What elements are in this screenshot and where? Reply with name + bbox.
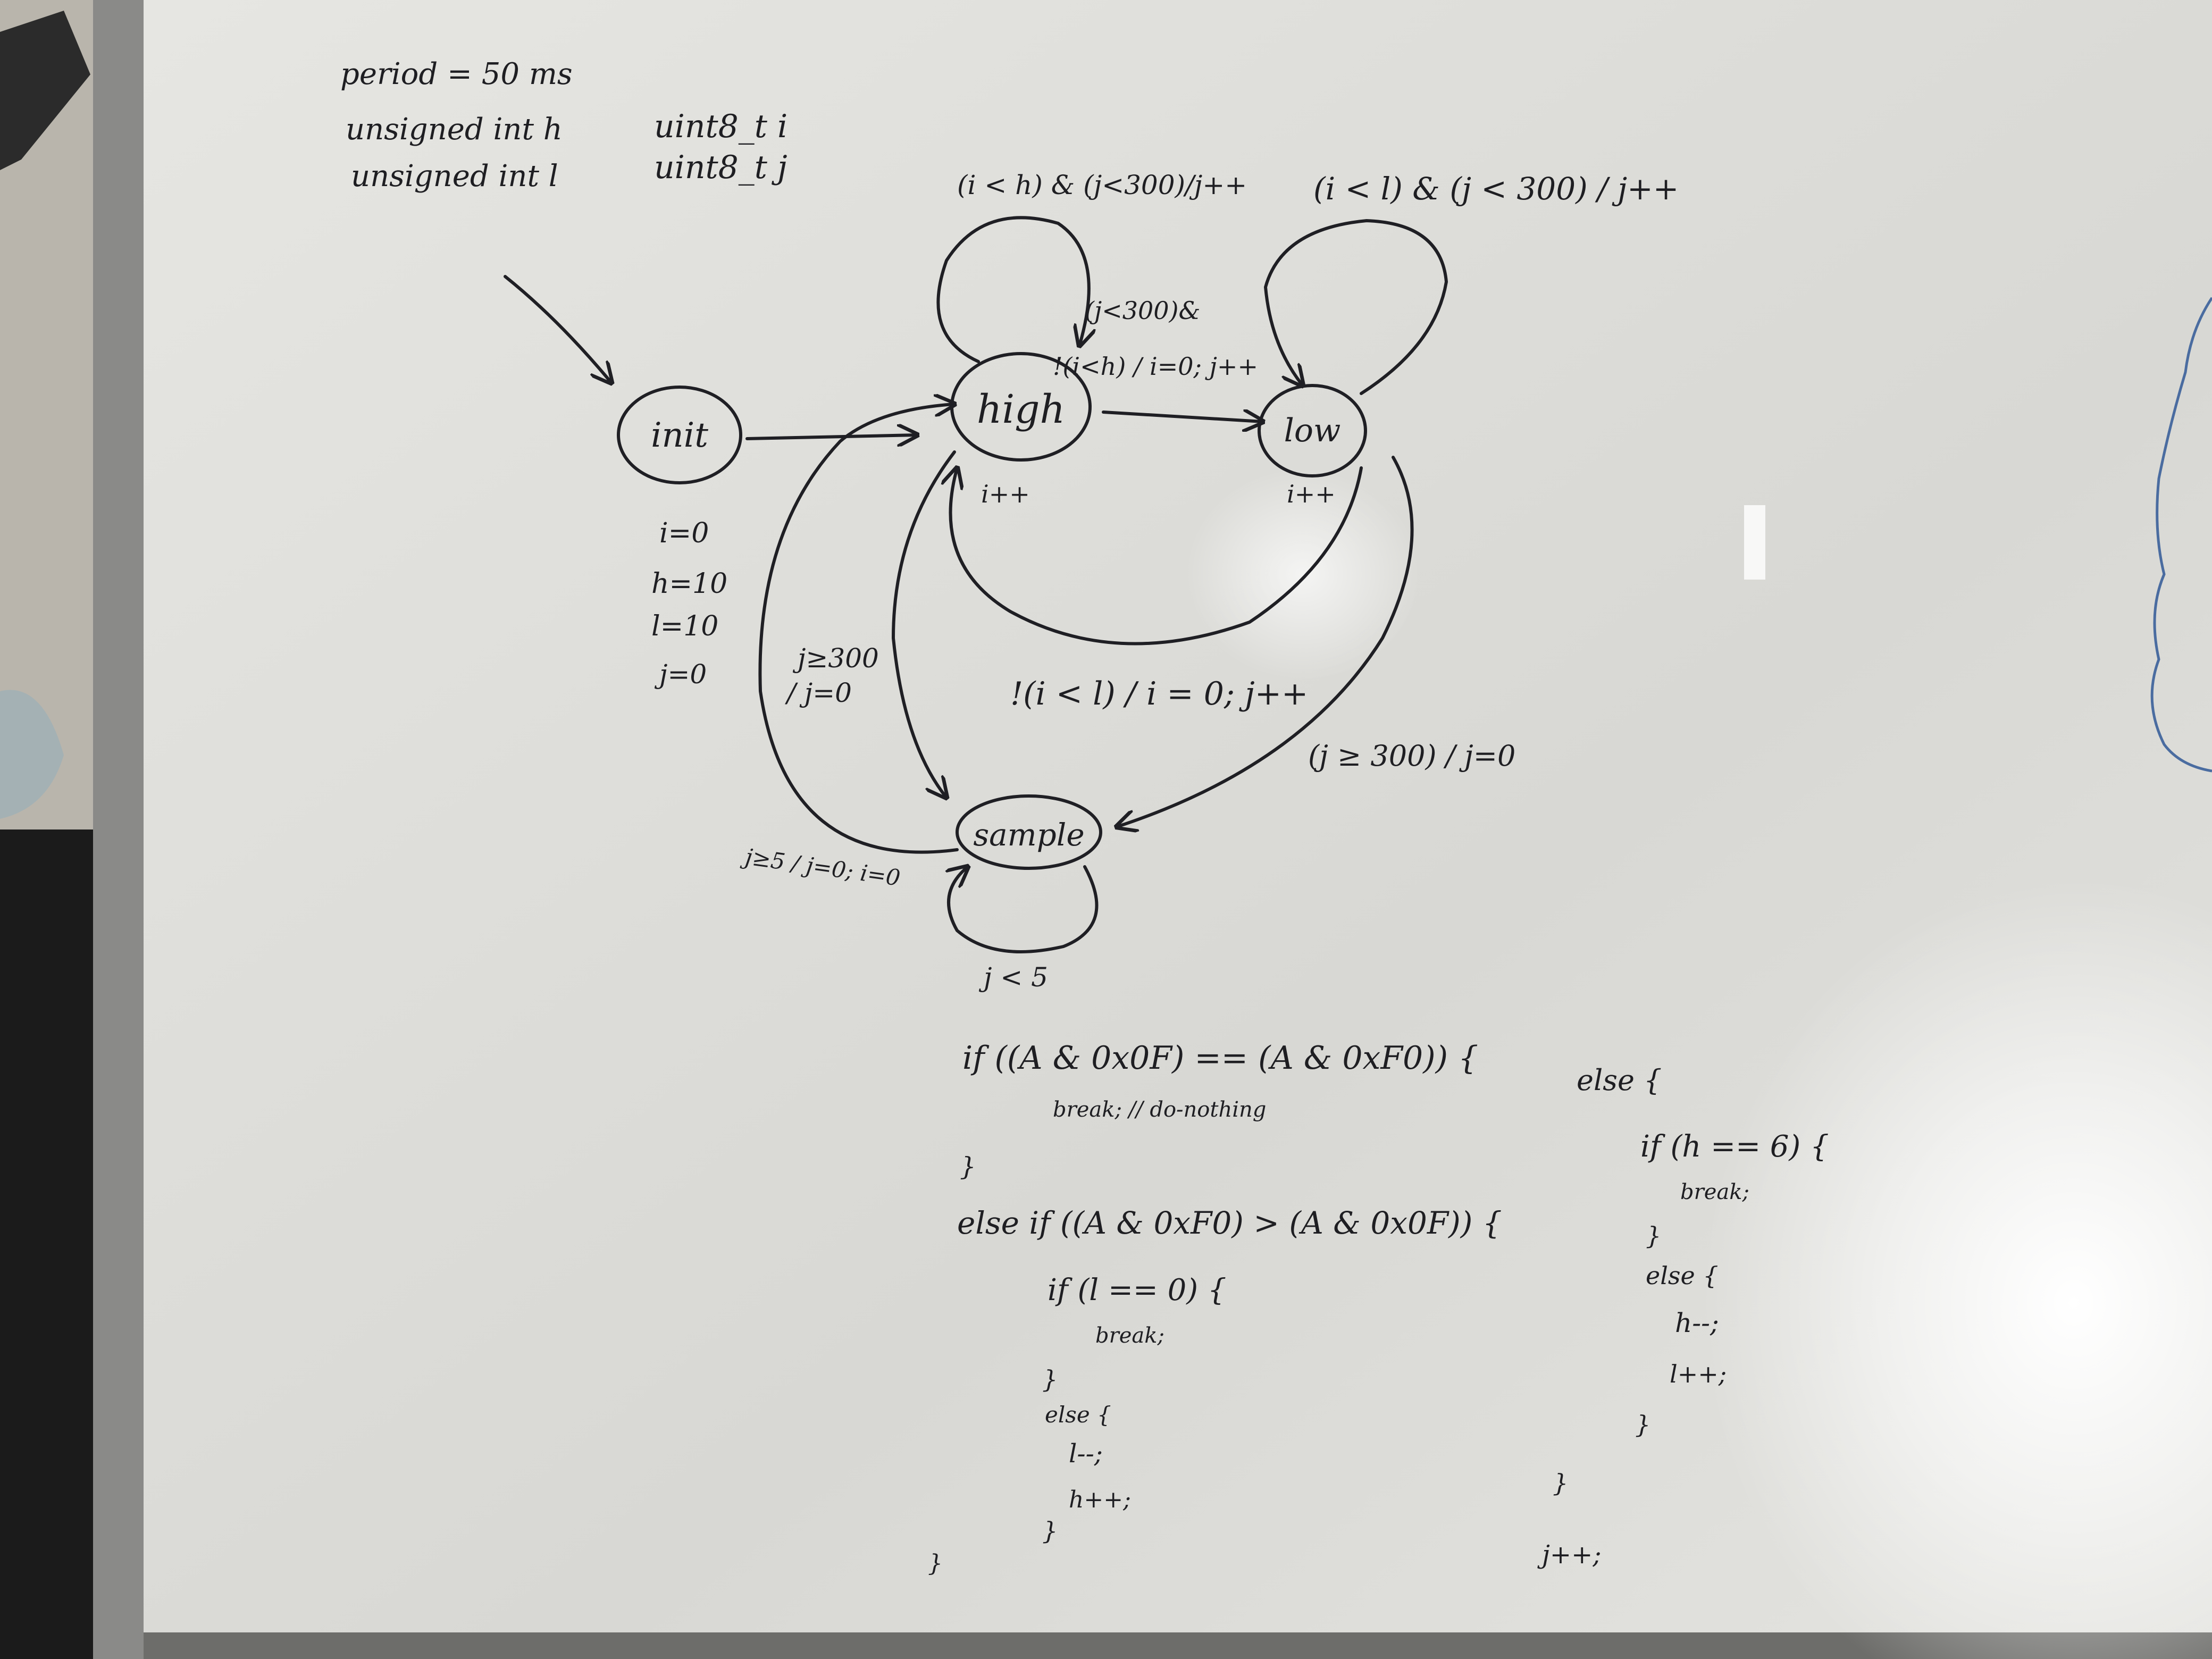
init-action-i: i=0 bbox=[659, 517, 709, 549]
low-to-sample-label: (j ≥ 300) / j=0 bbox=[1308, 739, 1515, 773]
state-sample: sample bbox=[956, 794, 1102, 870]
sample-label: sample bbox=[973, 817, 1084, 853]
code-line-11: } bbox=[1042, 1516, 1058, 1545]
high-label: high bbox=[977, 387, 1065, 432]
code-right-line-2: if (h == 6) { bbox=[1640, 1129, 1829, 1164]
low-self-loop bbox=[1264, 219, 1448, 395]
high-to-low-label-1: (j<300)& bbox=[1085, 296, 1200, 325]
light-glare bbox=[1702, 877, 2212, 1659]
low-to-high-label: !(i < l) / i = 0; j++ bbox=[1010, 675, 1308, 713]
state-init: init bbox=[617, 386, 742, 484]
init-action-l: l=10 bbox=[651, 610, 718, 642]
high-action: i++ bbox=[981, 480, 1030, 508]
code-left: if ((A & 0x0F) == (A & 0xF0)) { break; /… bbox=[928, 1040, 1502, 1577]
j-declaration: uint8_t j bbox=[654, 149, 787, 186]
code-line-6: break; bbox=[1095, 1323, 1164, 1348]
code-line-8: else { bbox=[1045, 1402, 1111, 1428]
bag bbox=[0, 690, 64, 819]
code-line-10: h++; bbox=[1069, 1486, 1131, 1513]
code-line-9: l--; bbox=[1069, 1439, 1103, 1469]
h-declaration: unsigned int h bbox=[346, 112, 563, 147]
low-self-label: (i < l) & (j < 300) / j++ bbox=[1313, 171, 1679, 207]
code-right-line-9: } bbox=[1553, 1469, 1568, 1497]
code-right-line-1: else { bbox=[1577, 1063, 1662, 1097]
low-to-high-arrow bbox=[951, 468, 1363, 646]
period-text: period = 50 ms bbox=[340, 57, 573, 91]
i-declaration: uint8_t i bbox=[654, 108, 787, 145]
sample-self-loop bbox=[949, 867, 1099, 953]
init-to-high-arrow bbox=[745, 435, 917, 439]
init-action-j: j=0 bbox=[654, 659, 707, 690]
code-line-12: } bbox=[928, 1550, 943, 1577]
code-right-line-3: break; bbox=[1680, 1180, 1749, 1204]
sample-circle bbox=[956, 794, 1102, 870]
init-actions: i=0 h=10 l=10 j=0 bbox=[651, 517, 727, 690]
high-self-label: (i < h) & (j<300)/j++ bbox=[957, 170, 1247, 200]
code-right-line-5: else { bbox=[1646, 1261, 1719, 1290]
l-declaration: unsigned int l bbox=[351, 159, 558, 194]
light-glare-small bbox=[1186, 468, 1420, 681]
code-line-7: } bbox=[1042, 1365, 1058, 1394]
high-to-sample-label-1: j≥300 bbox=[792, 643, 879, 674]
sample-self-label: j < 5 bbox=[978, 962, 1048, 993]
code-right-line-10: j++; bbox=[1537, 1540, 1602, 1570]
code-right-line-8: } bbox=[1635, 1410, 1650, 1439]
init-action-h: h=10 bbox=[651, 568, 727, 600]
tape-roll bbox=[0, 11, 90, 170]
code-line-3: } bbox=[960, 1152, 976, 1182]
code-right-line-6: h--; bbox=[1675, 1308, 1719, 1338]
init-label: init bbox=[651, 416, 708, 455]
init-circle bbox=[617, 386, 742, 484]
code-line-4: else if ((A & 0xF0) > (A & 0x0F)) { bbox=[957, 1205, 1502, 1241]
code-line-1: if ((A & 0x0F) == (A & 0xF0)) { bbox=[962, 1040, 1478, 1077]
sample-to-high-arrow bbox=[758, 404, 959, 854]
code-right-line-4: } bbox=[1646, 1221, 1661, 1250]
high-self-loop bbox=[936, 216, 1088, 363]
high-to-low-label-2: !(i<h) / i=0; j++ bbox=[1053, 352, 1258, 381]
state-low: low bbox=[1258, 384, 1367, 477]
high-to-sample-arrow bbox=[892, 450, 956, 798]
declarations: period = 50 ms unsigned int h unsigned i… bbox=[340, 57, 787, 194]
high-to-sample-label-2: / j=0 bbox=[785, 677, 852, 708]
low-action: i++ bbox=[1287, 480, 1336, 508]
code-right: else { if (h == 6) { break; } else { h--… bbox=[1537, 1063, 1829, 1570]
low-label: low bbox=[1284, 412, 1341, 449]
code-line-5: if (l == 0) { bbox=[1048, 1273, 1227, 1308]
reflection-mark bbox=[1744, 505, 1765, 580]
blue-squiggle bbox=[2150, 297, 2212, 773]
code-right-line-7: l++; bbox=[1670, 1360, 1727, 1388]
low-to-sample-arrow bbox=[1117, 456, 1414, 827]
high-to-low-arrow bbox=[1102, 412, 1263, 422]
start-arrow bbox=[504, 275, 611, 383]
code-line-2: break; // do-nothing bbox=[1053, 1097, 1266, 1122]
